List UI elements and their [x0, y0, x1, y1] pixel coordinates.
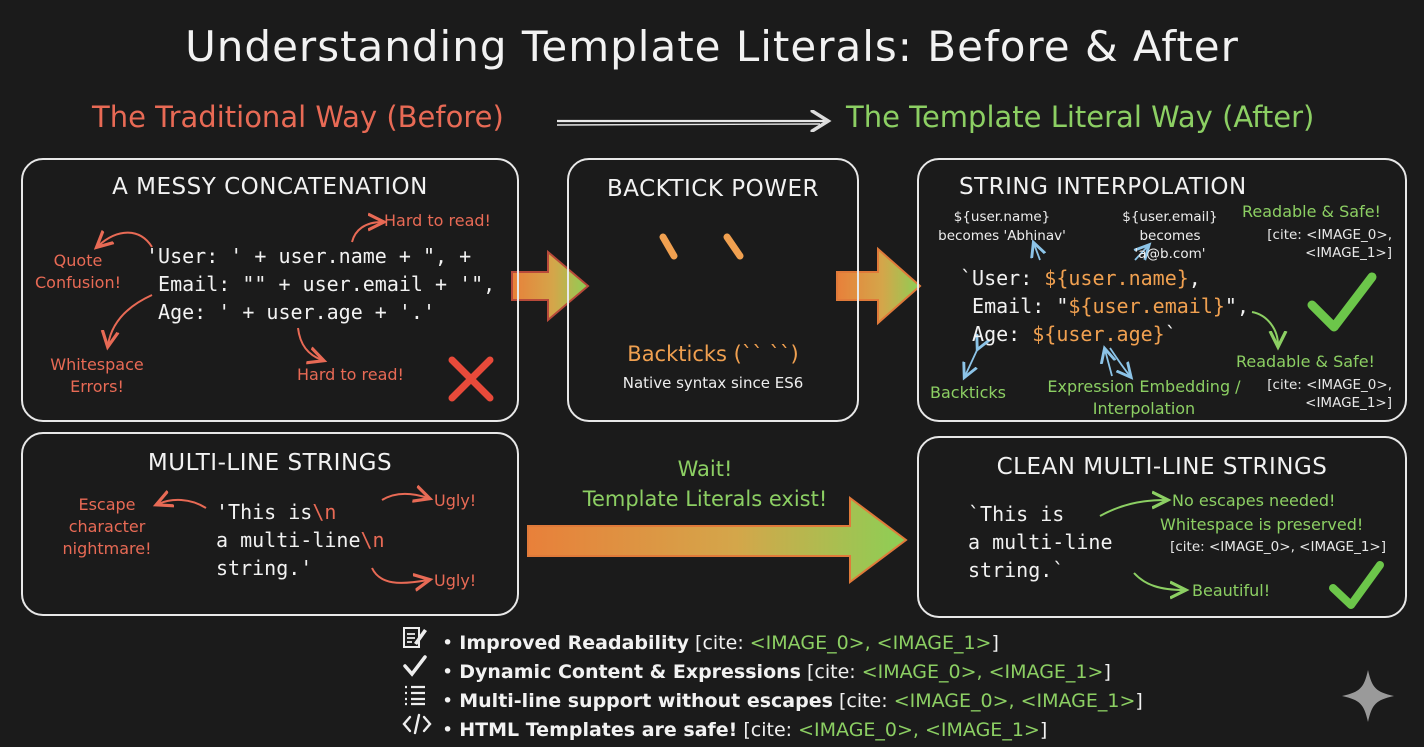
note-whitespace-errors: Whitespace Errors! [50, 355, 144, 396]
backticks-label: Backticks (`` ``) [627, 342, 799, 366]
note-hard-to-read: Hard to read! [384, 211, 491, 230]
note-whitespace-preserved: Whitespace is preserved! [1160, 515, 1364, 534]
backticks-sub: Native syntax since ES6 [622, 374, 804, 392]
cite-2: [cite: <IMAGE_0>,<IMAGE_1>] [1267, 377, 1392, 411]
bullet-item: • Improved Readability [cite: <IMAGE_0>,… [402, 625, 999, 654]
interp-code: `User: ${user.name}, Email: "${user.emai… [960, 266, 1250, 346]
edit-document-icon [402, 625, 442, 657]
panel-title: MULTI-LINE STRINGS [147, 450, 393, 476]
panel-clean-multi-line: CLEAN MULTI-LINE STRINGS [917, 436, 1407, 618]
note-readable-safe: Readable & Safe! [1236, 352, 1375, 371]
code-line: 'User: ' + user.name + ", + [146, 244, 472, 268]
annotation-email-code: ${user.email} [1122, 209, 1218, 225]
clean-code: `This is a multi-line string.` [968, 502, 1113, 582]
note-hard-to-read: Hard to read! [297, 365, 404, 384]
checkmark-icon [402, 654, 442, 686]
panel-title: CLEAN MULTI-LINE STRINGS [996, 454, 1328, 480]
note-backticks: Backticks [930, 383, 1006, 402]
page-title: Understanding Template Literals: Before … [185, 22, 1239, 71]
cite-1: [cite: <IMAGE_0>,<IMAGE_1>] [1267, 227, 1392, 261]
code-icon [402, 712, 442, 744]
sparkle-icon [1342, 670, 1394, 722]
panel-title: A MESSY CONCATENATION [112, 174, 428, 200]
bullet-item: • Multi-line support without escapes [ci… [402, 683, 1143, 712]
note-no-escapes: No escapes needed! [1172, 491, 1336, 510]
before-label: The Traditional Way (Before) [92, 100, 504, 134]
note-readable-safe: Readable & Safe! [1242, 202, 1381, 221]
cite-clean: [cite: <IMAGE_0>, <IMAGE_1>] [1170, 539, 1386, 555]
after-label: The Template Literal Way (After) [846, 100, 1315, 134]
bullet-item: • HTML Templates are safe! [cite: <IMAGE… [402, 712, 1047, 741]
annotation-name-code: ${user.name} [953, 209, 1051, 225]
note-quote-confusion: Quote Confusion! [35, 251, 121, 292]
panel-title: STRING INTERPOLATION [959, 174, 1247, 200]
annotation-name-text: becomes 'Abhinav' [938, 228, 1066, 244]
code-line: Age: ' + user.age + '.' [146, 300, 435, 324]
code-line: Email: "" + user.email + '", [146, 272, 496, 296]
annotation-email-text: becomes 'a@b.com' [1134, 228, 1206, 262]
note-ugly: Ugly! [434, 571, 477, 590]
concat-code: 'User: ' + user.name + ", + Email: "" + … [146, 242, 495, 326]
list-icon [402, 683, 442, 715]
note-ugly: Ugly! [434, 491, 477, 510]
panel-backtick-power: BACKTICK POWER Backticks (`` ``) Native … [567, 158, 859, 422]
panel-messy-concatenation: A MESSY CONCATENATION [21, 158, 519, 422]
panel-string-interpolation: STRING INTERPOLATION [917, 158, 1407, 422]
panel-title: BACKTICK POWER [607, 176, 819, 202]
wait-callout: Wait!Template Literals exist! [582, 457, 828, 511]
multi-code: 'This is\n a multi-line\n string.' [216, 500, 385, 580]
note-expression-embedding: Expression Embedding /Interpolation [1047, 377, 1241, 418]
note-beautiful: Beautiful! [1192, 581, 1271, 600]
panel-multi-line-strings: MULTI-LINE STRINGS [21, 432, 519, 616]
bullet-item: • Dynamic Content & Expressions [cite: <… [402, 654, 1111, 683]
